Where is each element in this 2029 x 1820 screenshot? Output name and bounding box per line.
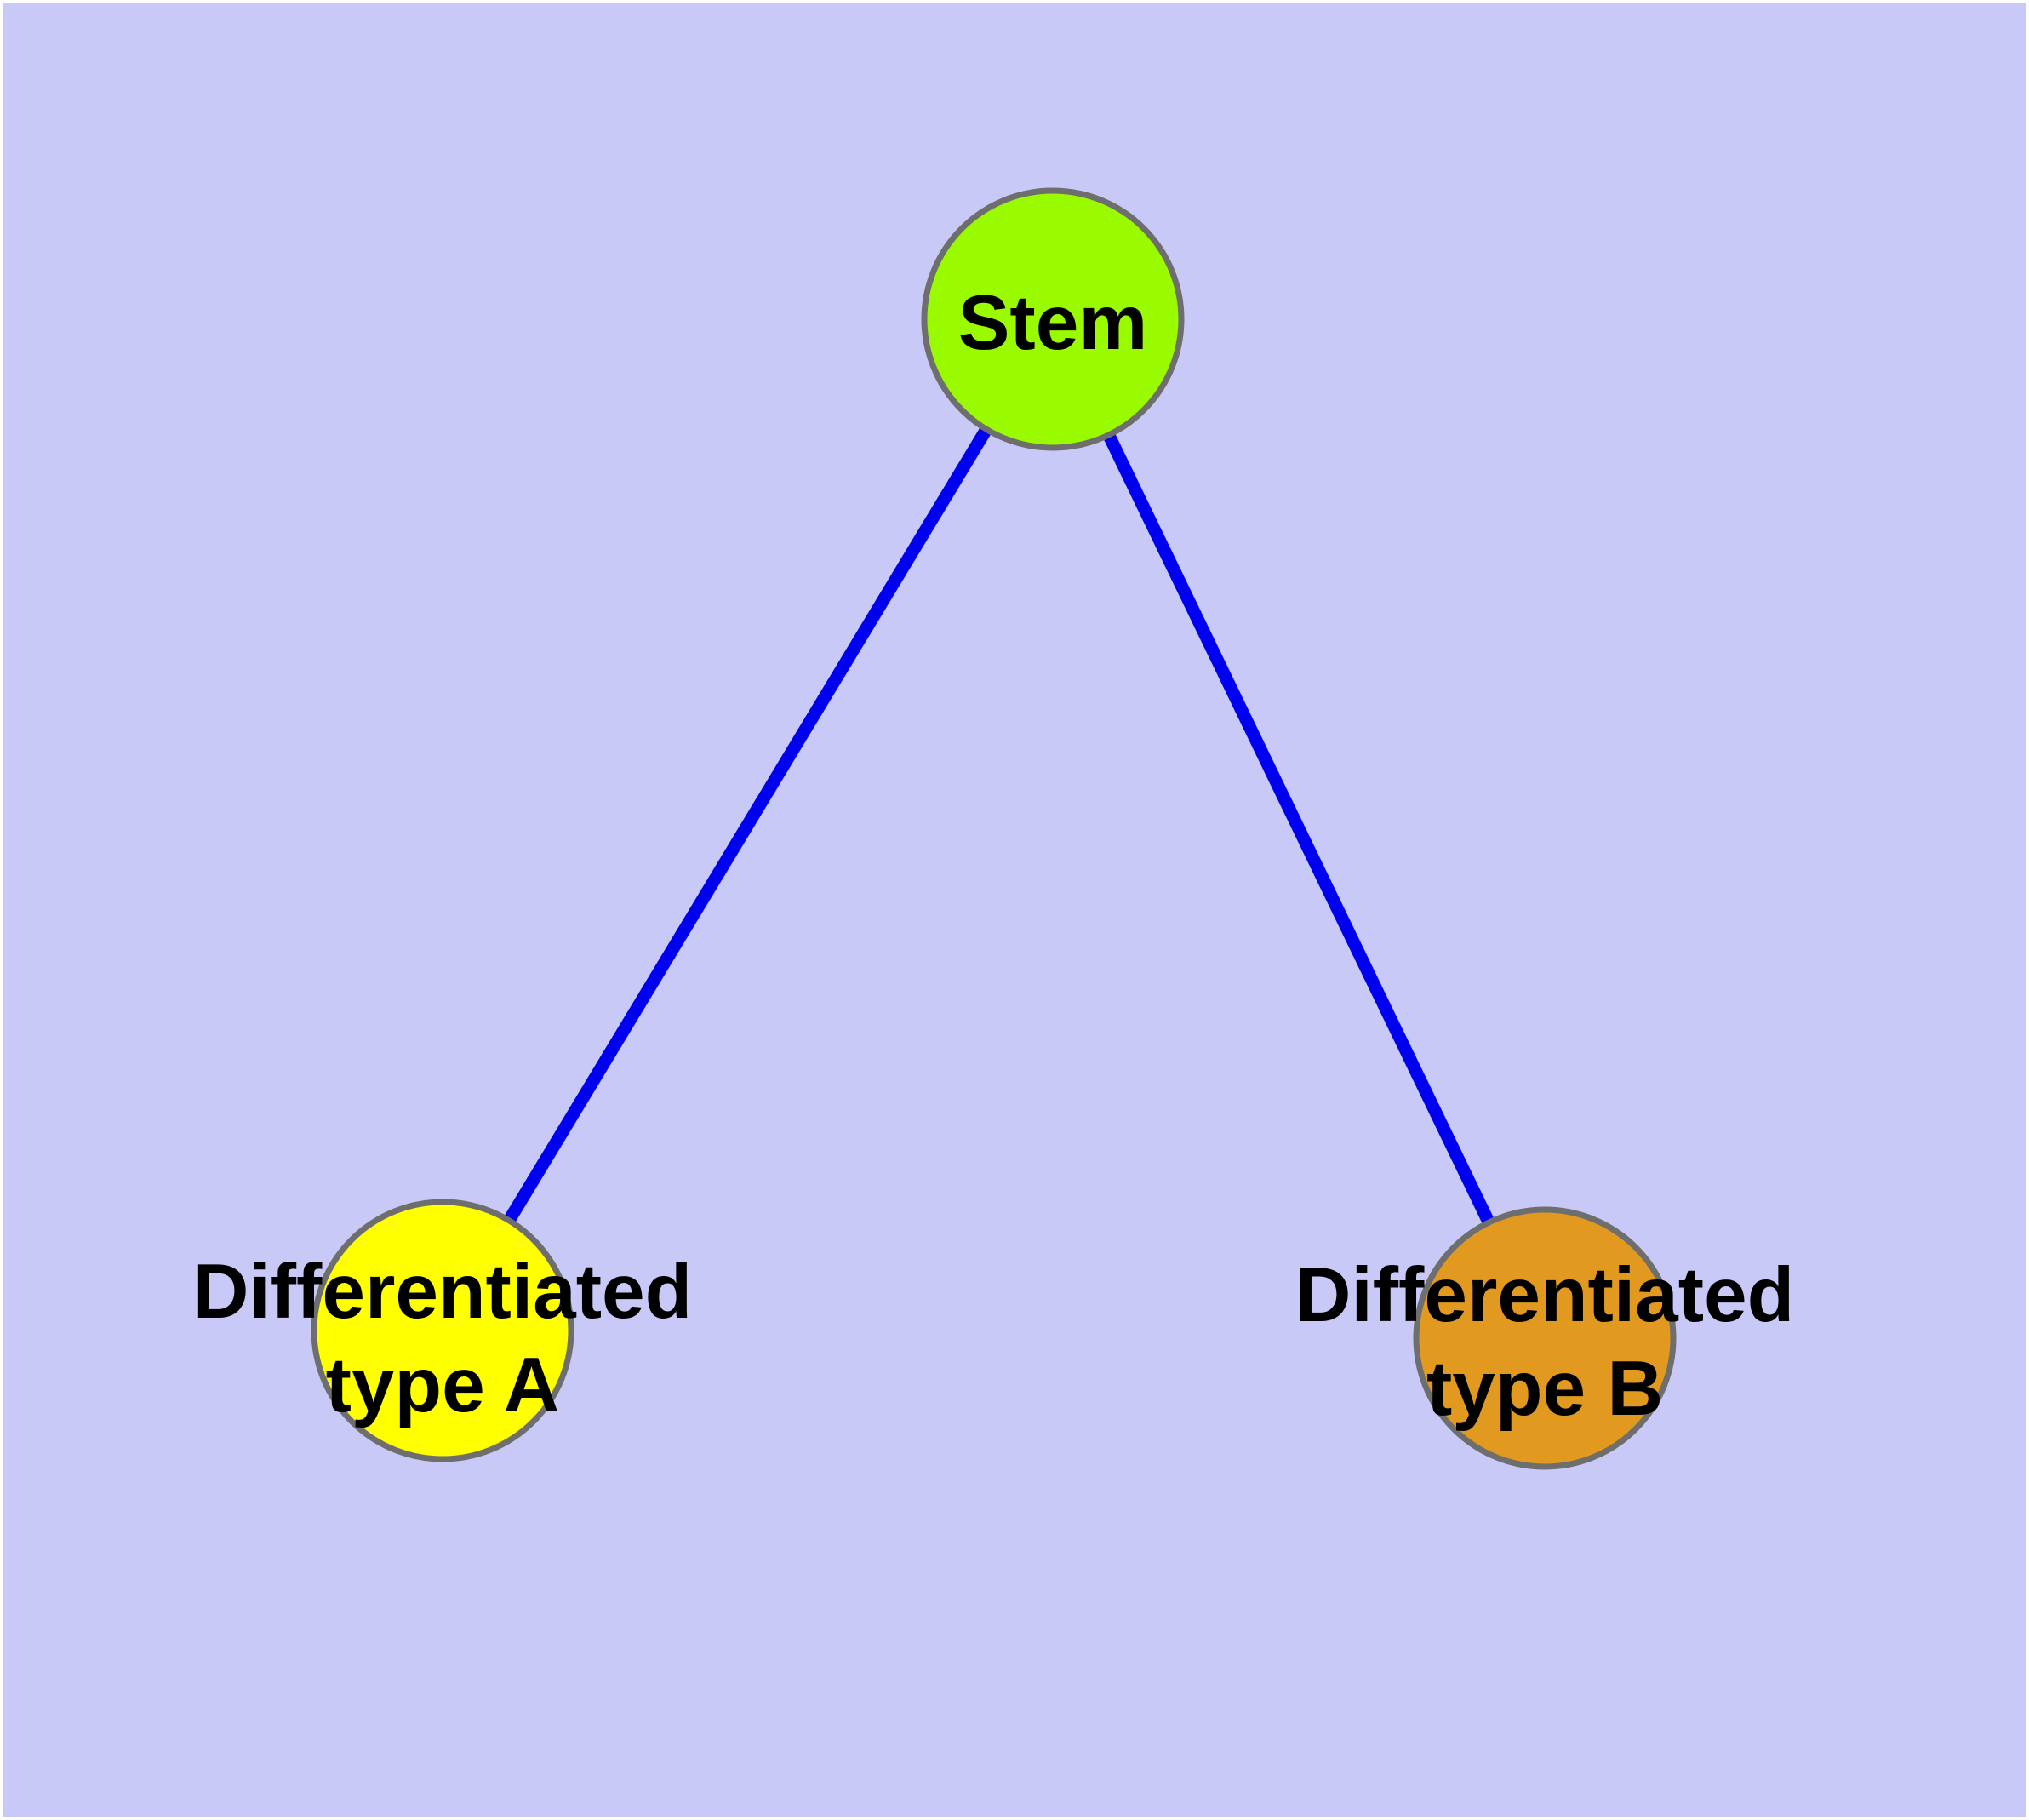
node-type-a-circle	[311, 1199, 574, 1462]
node-type-a-label-line2: type A	[326, 1342, 560, 1428]
node-type-b-label-line1: Differentiated	[1295, 1252, 1795, 1338]
node-type-b-circle	[1413, 1206, 1677, 1470]
node-type-a-label-line1: Differentiated	[193, 1249, 693, 1335]
edge-stem-to-type-a	[437, 316, 1059, 1334]
node-type-b-label-line2: type B	[1426, 1346, 1663, 1432]
node-stem-circle	[921, 187, 1185, 451]
node-stem-label: Stem	[958, 280, 1148, 366]
edge-stem-to-type-b	[1047, 316, 1551, 1342]
